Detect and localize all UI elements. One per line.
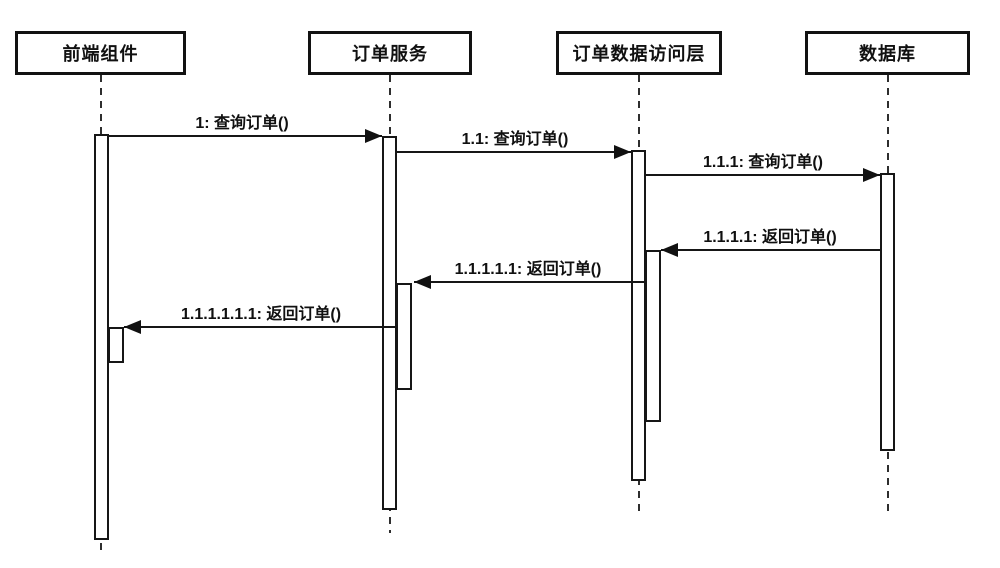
activation-bar-order-dal <box>631 150 646 481</box>
message-4-arrowhead-icon <box>661 243 678 257</box>
lifeline-head-database: 数据库 <box>805 31 970 75</box>
message-1-line <box>109 135 382 137</box>
message-1-label: 1: 查询订单() <box>195 115 289 132</box>
activation-bar-frontend-component <box>94 134 109 540</box>
nested-activation-order-service <box>396 283 412 390</box>
message-2-line <box>397 151 631 153</box>
message-3-label: 1.1.1: 查询订单() <box>702 154 824 171</box>
nested-activation-frontend-component <box>108 327 124 363</box>
lifeline-head-frontend-component: 前端组件 <box>15 31 186 75</box>
message-5-label: 1.1.1.1.1: 返回订单() <box>454 261 602 278</box>
message-6-label: 1.1.1.1.1.1: 返回订单() <box>180 306 342 323</box>
message-4-label: 1.1.1.1: 返回订单() <box>703 229 837 246</box>
message-2-label: 1.1: 查询订单() <box>461 131 569 148</box>
nested-activation-order-dal <box>645 250 661 422</box>
message-5-line <box>414 281 646 283</box>
message-6-arrowhead-icon <box>124 320 141 334</box>
lifeline-head-order-service: 订单服务 <box>308 31 472 75</box>
lifeline-head-order-dal: 订单数据访问层 <box>556 31 722 75</box>
message-1-arrowhead-icon <box>365 129 382 143</box>
message-2-arrowhead-icon <box>614 145 631 159</box>
lifeline-label-frontend-component: 前端组件 <box>62 44 139 64</box>
message-6-line <box>124 326 397 328</box>
message-5-arrowhead-icon <box>414 275 431 289</box>
message-3-arrowhead-icon <box>863 168 880 182</box>
lifeline-label-order-dal: 订单数据访问层 <box>572 44 706 64</box>
message-3-line <box>646 174 880 176</box>
activation-bar-database <box>880 173 895 451</box>
lifeline-label-order-service: 订单服务 <box>352 44 428 64</box>
message-4-line <box>661 249 880 251</box>
lifeline-label-database: 数据库 <box>859 44 916 64</box>
